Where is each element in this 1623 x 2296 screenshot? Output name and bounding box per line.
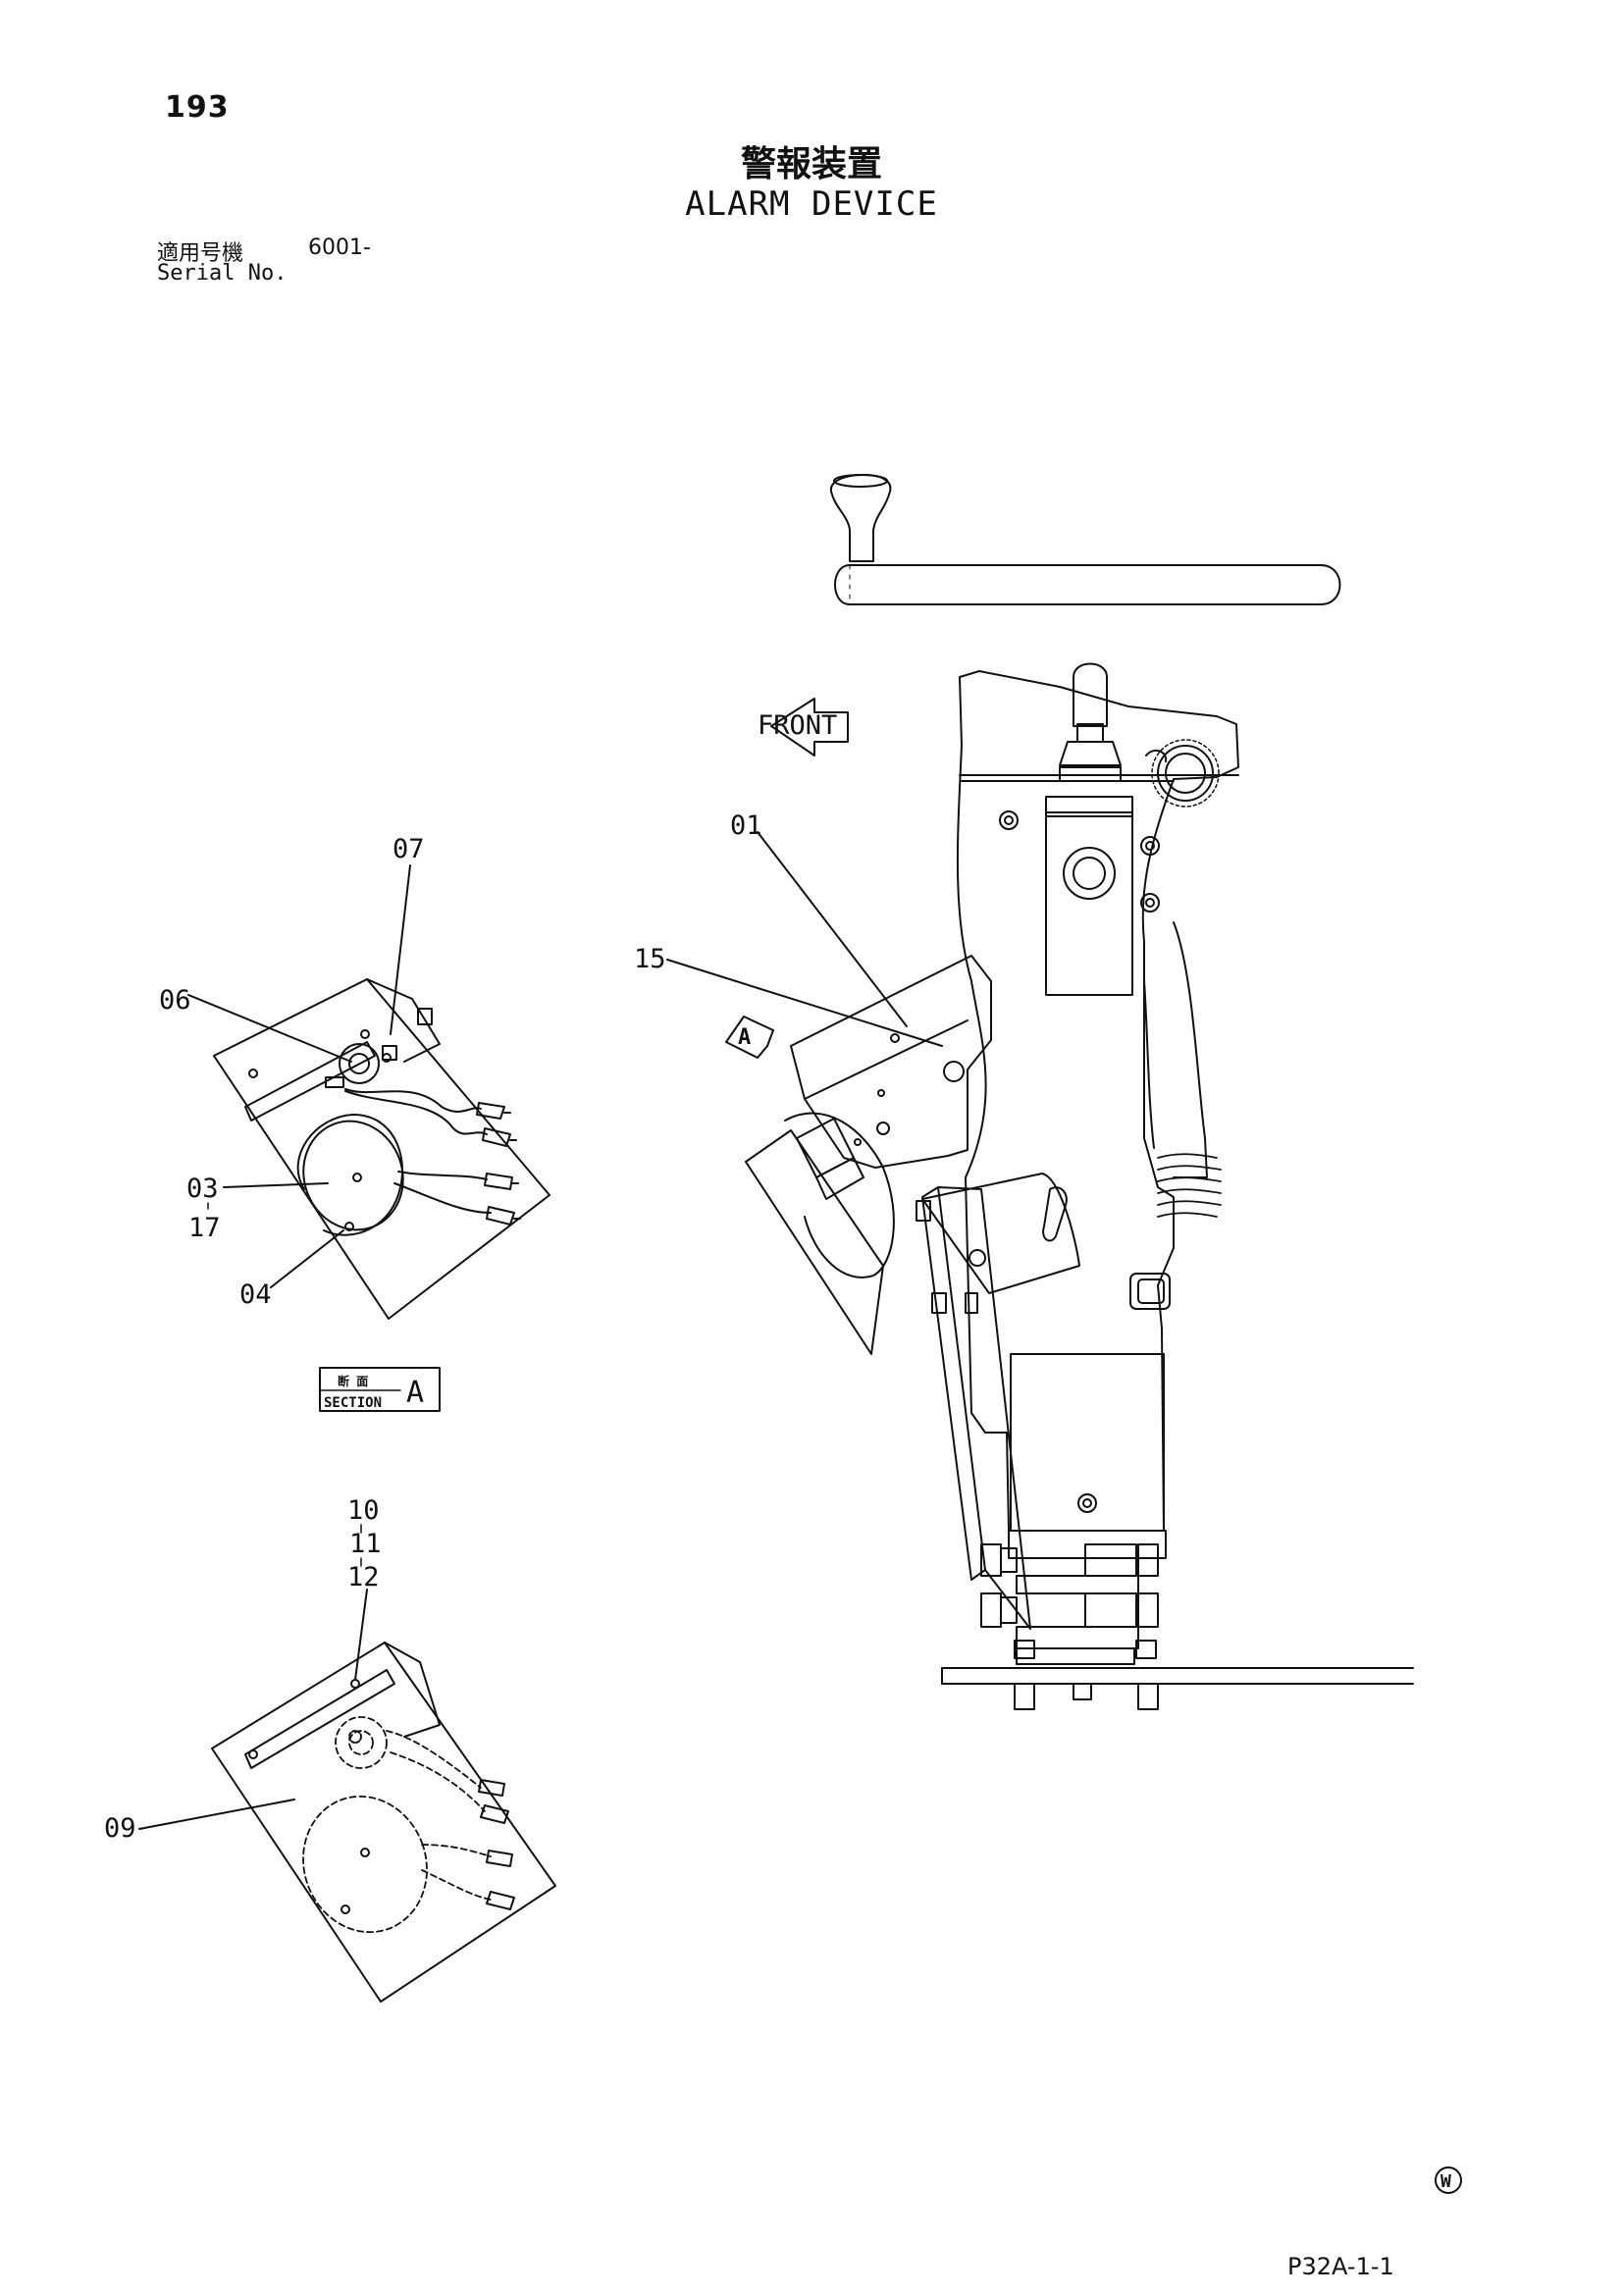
callout-09: 09 [104,1813,136,1844]
publisher-mark-circle [1435,2166,1462,2194]
front-label: FRONT [758,710,837,741]
serial-label: Serial No. [157,261,288,286]
callout-11: 11 [349,1529,382,1559]
alarm-bracket [745,955,1080,1630]
callout-10: 10 [347,1495,380,1526]
callout-17: 17 [188,1213,221,1243]
serial-label-japanese: 適用号機 [157,241,244,266]
callout-12: 12 [347,1562,380,1592]
page-number: 193 [165,90,230,125]
page-title: ALARM DEVICE [685,184,938,224]
page-title-japanese: 警報装置 [740,144,882,184]
callout-04: 04 [239,1279,272,1310]
serial-number-value: 6001- [308,235,371,260]
console-body [941,662,1414,1710]
callout-06: 06 [159,985,191,1016]
front-direction-arrow [770,698,849,757]
callout-07: 07 [393,834,425,864]
view-a-arrow [725,1016,774,1059]
callout-03: 03 [186,1174,219,1204]
section-tag-japanese: 断 面 [338,1374,368,1388]
publisher-mark-letter: W [1440,2171,1451,2192]
section-tag-label: SECTION [324,1395,382,1411]
section-a-detail [213,978,550,1320]
control-lever [829,474,1341,605]
section-a-tag [319,1367,441,1412]
variant-09-detail [211,1642,556,2003]
drawing-code: P32A-1-1 [1287,2253,1394,2280]
section-tag-letter: A [406,1376,424,1410]
callout-01: 01 [730,810,762,841]
view-a-letter: A [738,1025,751,1050]
callout-15: 15 [634,944,666,974]
